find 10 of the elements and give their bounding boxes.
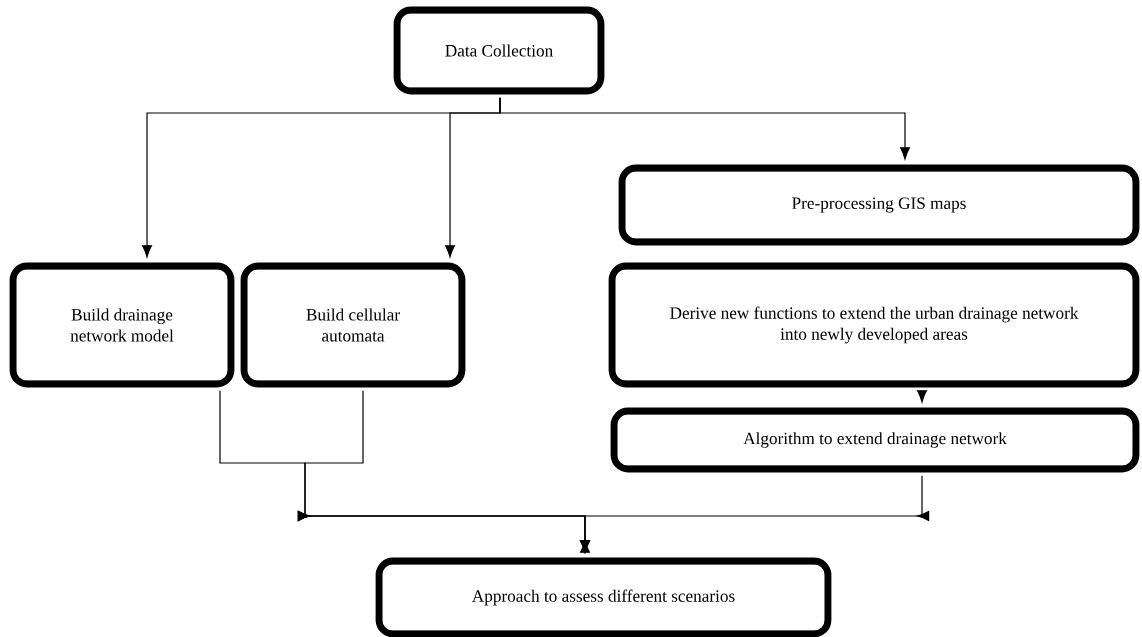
arrow xyxy=(499,97,911,160)
process-box: Approach to assess different scenarios xyxy=(375,557,832,637)
process-box: Algorithm to extend drainage network xyxy=(610,407,1140,473)
process-box: Build cellular automata xyxy=(240,262,466,388)
process-box: Derive new functions to extend the urban drainage network into newly developed areas xyxy=(608,262,1140,388)
arrow xyxy=(916,390,928,403)
arrow xyxy=(297,475,930,553)
process-box: Data Collection xyxy=(393,6,605,95)
process-box: Build drainage network model xyxy=(9,262,235,388)
process-box: Pre-processing GIS maps xyxy=(618,164,1140,246)
